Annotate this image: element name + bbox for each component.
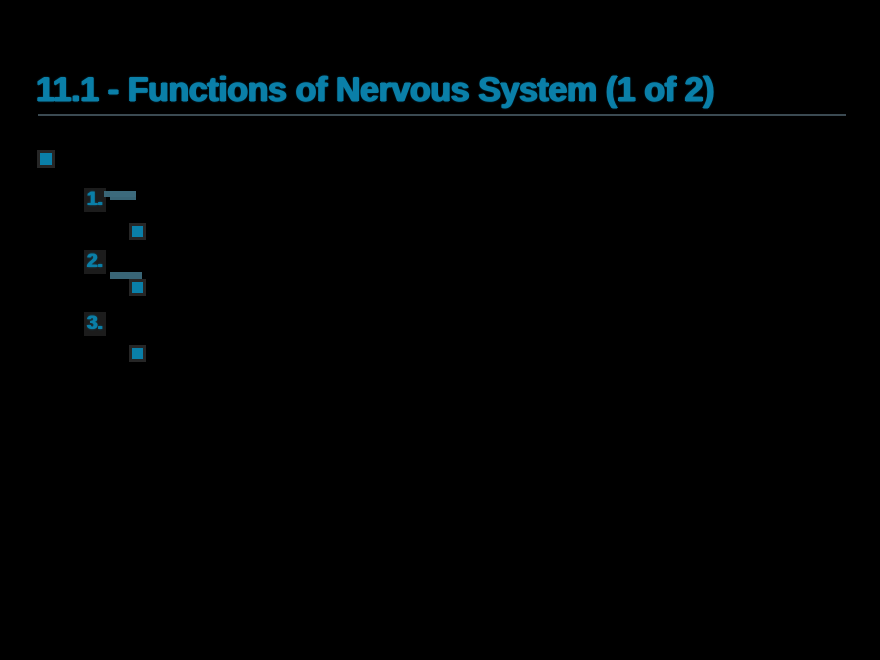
list-item xyxy=(0,344,880,370)
square-bullet-icon xyxy=(40,153,52,165)
square-bullet-icon xyxy=(132,282,143,293)
outline-body: 1. 2. 3. xyxy=(0,140,880,380)
square-bullet-icon xyxy=(132,226,143,237)
list-item xyxy=(0,222,880,248)
list-item: 1. xyxy=(0,188,880,214)
square-bullet-icon xyxy=(132,348,143,359)
redacted-text-bar xyxy=(110,272,142,279)
slide-title-block: 11.1 - Functions of Nervous System (1 of… xyxy=(36,70,846,118)
list-marker-3: 3. xyxy=(84,312,106,336)
page-title: 11.1 - Functions of Nervous System (1 of… xyxy=(36,71,715,109)
title-underline-rule xyxy=(38,114,846,116)
list-marker-1: 1. xyxy=(84,188,106,212)
list-item xyxy=(0,148,880,174)
list-item: 2. xyxy=(0,250,880,279)
list-marker-2: 2. xyxy=(84,250,106,274)
list-item xyxy=(0,278,880,304)
list-item: 3. xyxy=(0,312,880,338)
redacted-text-bar xyxy=(104,191,136,197)
